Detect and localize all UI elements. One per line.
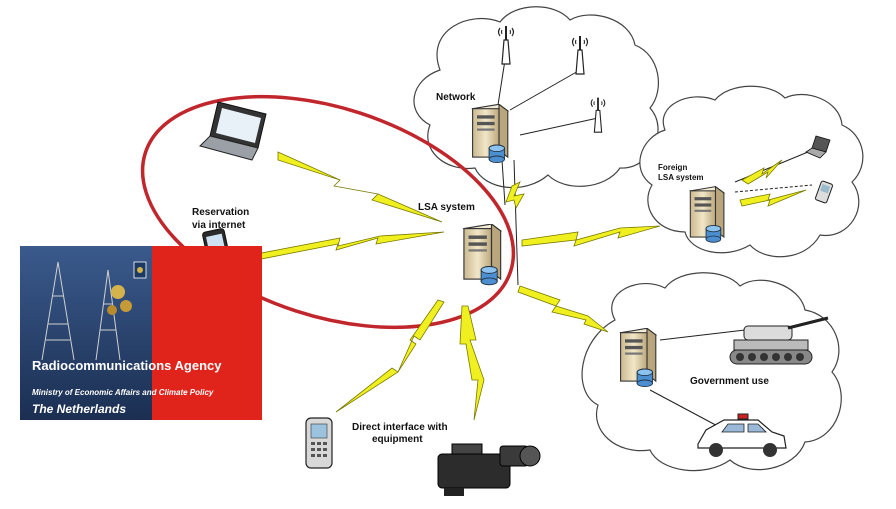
- agency-title: Radiocommunications Agency: [32, 358, 222, 373]
- tank-icon: [729, 316, 829, 365]
- foreign-label-line2: LSA system: [658, 173, 704, 182]
- reservation-ellipse: [140, 94, 516, 330]
- bolt-foreign: [521, 225, 661, 247]
- network-server: [472, 104, 509, 164]
- bolt-tablet: [245, 231, 445, 263]
- government-server: [620, 328, 657, 388]
- foreign-label-line1: Foreign: [658, 163, 687, 172]
- government-cloud: [581, 272, 842, 472]
- wireless-links: [245, 151, 807, 421]
- coat-of-arms-logo: [133, 261, 147, 279]
- laptop-icon: [199, 101, 267, 161]
- direct-interface-label-line1: Direct interface with: [352, 422, 448, 433]
- lsa-server: [463, 224, 502, 286]
- bolt-camera: [459, 305, 485, 421]
- reservation-label-line1: Reservation: [192, 207, 249, 218]
- foreign-server: [689, 186, 725, 243]
- bolt-phone: [335, 299, 445, 413]
- foreign-laptop-icon: [805, 135, 831, 159]
- reservation-label-line2: via internet: [192, 220, 246, 231]
- mobile-phone-icon: [305, 417, 333, 469]
- video-camera-icon: [437, 443, 541, 496]
- tower-icon: [41, 261, 121, 361]
- bolt-government: [517, 285, 609, 333]
- agency-ministry: Ministry of Economic Affairs and Climate…: [32, 388, 214, 397]
- agency-banner: Radiocommunications Agency Ministry of E…: [20, 246, 262, 420]
- agency-country: The Netherlands: [32, 402, 126, 416]
- police-car-icon: [697, 413, 787, 457]
- lsa-system-label: LSA system: [418, 202, 475, 213]
- bolt-foreign-inner-1: [741, 159, 783, 185]
- foreign-phone-icon: [815, 180, 833, 204]
- bolt-network: [505, 181, 525, 210]
- bolt-foreign-inner-2: [739, 189, 807, 207]
- network-label: Network: [436, 92, 476, 103]
- satellite-dish-icon: [107, 285, 132, 315]
- direct-interface-label-line2: equipment: [372, 434, 423, 445]
- bolt-laptop: [277, 151, 443, 223]
- government-use-label: Government use: [690, 376, 769, 387]
